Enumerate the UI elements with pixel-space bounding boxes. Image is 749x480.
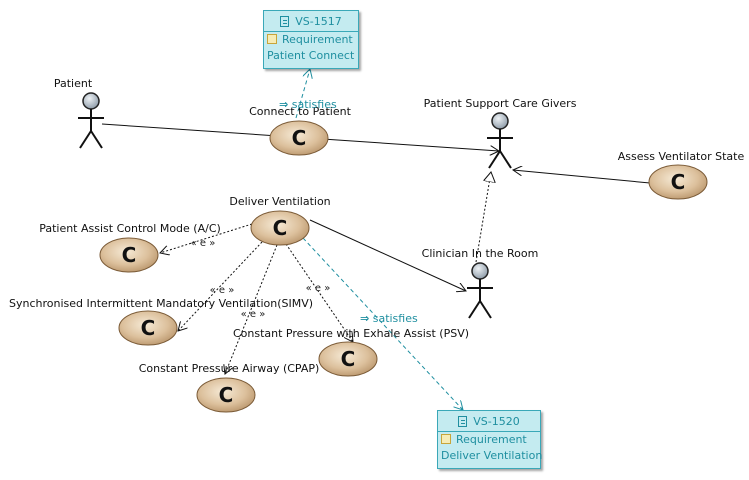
actor-patient[interactable] bbox=[78, 92, 104, 149]
requirement-type-row: Requirement bbox=[438, 432, 540, 448]
satisfies-text: satisfies bbox=[291, 98, 337, 111]
requirement-type-icon bbox=[441, 434, 451, 444]
satisfies-label-vs1520: ⇒ satisfies bbox=[360, 312, 418, 325]
actor-head bbox=[82, 92, 100, 110]
usecase-ellipse bbox=[99, 237, 159, 273]
extend-lines bbox=[160, 223, 353, 374]
c-letter-icon: C bbox=[219, 383, 234, 407]
requirement-type: Requirement bbox=[282, 33, 353, 46]
usecase-ellipse bbox=[196, 377, 256, 413]
usecase-label-psv: Constant Pressure with Exhale Assist (PS… bbox=[232, 327, 470, 340]
usecase-ac-mode[interactable]: C bbox=[99, 237, 159, 273]
usecase-ellipse bbox=[269, 120, 329, 156]
extend-simv[interactable] bbox=[178, 241, 263, 331]
extend-ac-mode[interactable] bbox=[160, 223, 253, 253]
assoc-deliver-clinician[interactable] bbox=[309, 219, 466, 291]
c-letter-icon: C bbox=[273, 216, 288, 240]
usecase-ellipse bbox=[250, 210, 310, 246]
actor-care-givers[interactable] bbox=[487, 112, 513, 169]
usecase-connect[interactable]: C bbox=[269, 120, 329, 156]
actor-head bbox=[491, 112, 509, 130]
extend-label-cpap: « e » bbox=[240, 309, 266, 320]
usecase-label-ac-mode: Patient Assist Control Mode (A/C) bbox=[39, 222, 221, 235]
extend-label-simv: « e » bbox=[209, 285, 235, 296]
usecase-ellipse bbox=[648, 164, 708, 200]
requirement-header: VS-1517 bbox=[264, 11, 358, 32]
satisfies-lines bbox=[295, 69, 463, 410]
requirement-id: VS-1520 bbox=[473, 414, 520, 428]
c-letter-icon: C bbox=[141, 316, 156, 340]
actor-label-clinician: Clinician In the Room bbox=[421, 247, 539, 260]
association-lines bbox=[101, 123, 651, 291]
actor-label-patient: Patient bbox=[53, 77, 93, 90]
requirement-header: VS-1520 bbox=[438, 411, 540, 432]
satisfies-arrow-icon: ⇒ bbox=[279, 98, 289, 111]
c-letter-icon: C bbox=[341, 347, 356, 371]
assoc-assess-care-givers[interactable] bbox=[513, 170, 651, 184]
requirement-name: Patient Connect bbox=[267, 49, 355, 62]
satisfies-connect-vs1517[interactable] bbox=[295, 69, 310, 119]
requirement-type-icon bbox=[267, 34, 277, 44]
usecase-psv[interactable]: C bbox=[318, 341, 378, 377]
actor-clinician[interactable] bbox=[467, 262, 493, 319]
usecase-ellipse bbox=[318, 341, 378, 377]
usecase-label-assess: Assess Ventilator State bbox=[617, 150, 745, 163]
usecase-cpap[interactable]: C bbox=[196, 377, 256, 413]
usecase-assess[interactable]: C bbox=[648, 164, 708, 200]
actor-head bbox=[471, 262, 489, 280]
requirement-type: Requirement bbox=[456, 433, 527, 446]
c-letter-icon: C bbox=[292, 126, 307, 150]
requirement-document-icon bbox=[458, 415, 468, 427]
c-letter-icon: C bbox=[671, 170, 686, 194]
usecase-deliver[interactable]: C bbox=[250, 210, 310, 246]
requirement-vs1517[interactable]: VS-1517 Requirement Patient Connect bbox=[263, 10, 359, 69]
usecase-label-connect: Connect to Patient bbox=[249, 105, 351, 118]
c-letter-icon: C bbox=[122, 243, 137, 267]
usecase-label-cpap: Constant Pressure Airway (CPAP) bbox=[138, 362, 320, 375]
satisfies-text: satisfies bbox=[372, 312, 418, 325]
requirement-vs1520[interactable]: VS-1520 Requirement Deliver Ventilation bbox=[437, 410, 543, 469]
extend-label-psv: « e » bbox=[305, 283, 331, 294]
usecase-simv[interactable]: C bbox=[118, 310, 178, 346]
extend-cpap[interactable] bbox=[225, 244, 278, 374]
requirement-type-row: Requirement bbox=[264, 32, 358, 48]
satisfies-label-vs1517: ⇒ satisfies bbox=[279, 98, 337, 111]
satisfies-arrow-icon: ⇒ bbox=[360, 312, 370, 325]
requirement-name: Deliver Ventilation bbox=[441, 449, 543, 462]
usecase-label-deliver: Deliver Ventilation bbox=[229, 195, 331, 208]
extend-label-ac-mode: « e » bbox=[190, 238, 216, 249]
requirement-id: VS-1517 bbox=[295, 14, 342, 28]
requirement-document-icon bbox=[280, 15, 290, 27]
usecase-ellipse bbox=[118, 310, 178, 346]
usecase-label-simv: Synchronised Intermittent Mandatory Vent… bbox=[9, 297, 314, 310]
generalization-clinician-care-givers[interactable] bbox=[475, 172, 491, 263]
actor-label-care-givers: Patient Support Care Givers bbox=[423, 97, 577, 110]
